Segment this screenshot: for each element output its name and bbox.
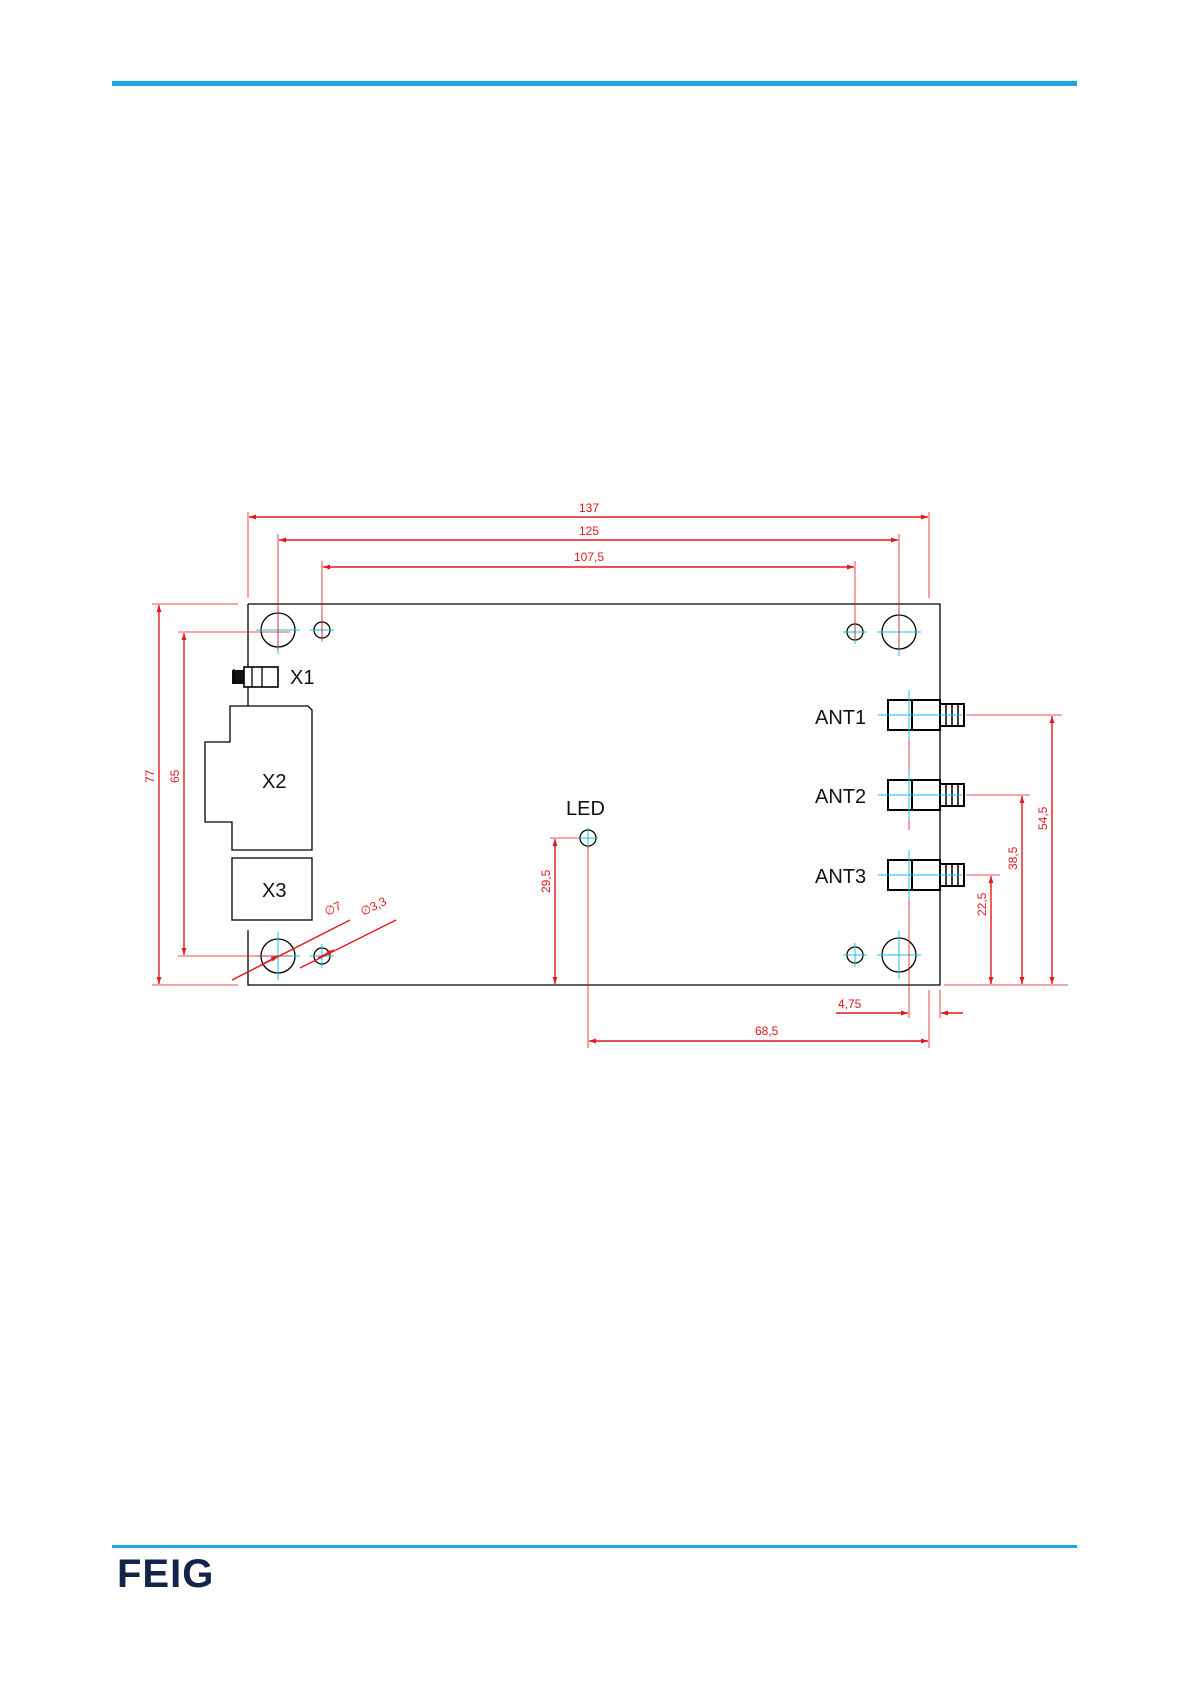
ant2-connector: [878, 770, 964, 820]
dimension-led-height: [550, 838, 580, 984]
x2-label: X2: [262, 771, 286, 793]
x3-label: X3: [262, 880, 286, 902]
led-indicator: [578, 828, 598, 848]
dimension-ant2-height-label: 38,5: [1006, 846, 1020, 870]
footer-rule: [112, 1545, 1077, 1548]
feig-logo: FEIG: [117, 1552, 214, 1597]
mounting-hole-bottom-right-large: [877, 931, 921, 979]
dimension-ant2-height: [966, 795, 1030, 984]
mounting-hole-bottom-right-small: [843, 943, 867, 967]
dimension-hole-span-small: [322, 561, 855, 640]
dimension-hole-span-large-label: 125: [579, 524, 599, 538]
dimension-hole-diameter-leaders: [232, 920, 396, 980]
dimension-ant3-height-label: 22,5: [975, 892, 989, 916]
dimension-width-total-label: 137: [579, 501, 599, 515]
dimension-ant1-height-label: 54,5: [1036, 806, 1050, 830]
dimension-led-offset-label: 68,5: [755, 1024, 779, 1038]
ant2-label: ANT2: [815, 786, 866, 808]
dimension-ant3-height: [966, 875, 1000, 984]
dimension-connector-offset-label: 4,75: [838, 997, 862, 1011]
dimension-hole-large-diameter-label: ∅7: [322, 898, 344, 918]
ant1-label: ANT1: [815, 707, 866, 729]
ant3-label: ANT3: [815, 866, 866, 888]
x1-label: X1: [290, 667, 314, 689]
led-label: LED: [566, 798, 605, 820]
ant1-connector: [878, 690, 964, 740]
dimension-hole-span-small-label: 107,5: [574, 550, 604, 564]
ant3-connector: [878, 850, 964, 900]
dimension-hole-span-vertical-label: 65: [168, 769, 182, 783]
x2-connector: [205, 706, 312, 850]
dimension-led-offset: [588, 846, 929, 1048]
x1-connector: [232, 667, 278, 687]
dimension-led-height-label: 29,5: [539, 869, 553, 893]
dimension-height-total-label: 77: [143, 769, 157, 783]
dimension-hole-small-diameter-label: ∅3,3: [358, 894, 389, 919]
